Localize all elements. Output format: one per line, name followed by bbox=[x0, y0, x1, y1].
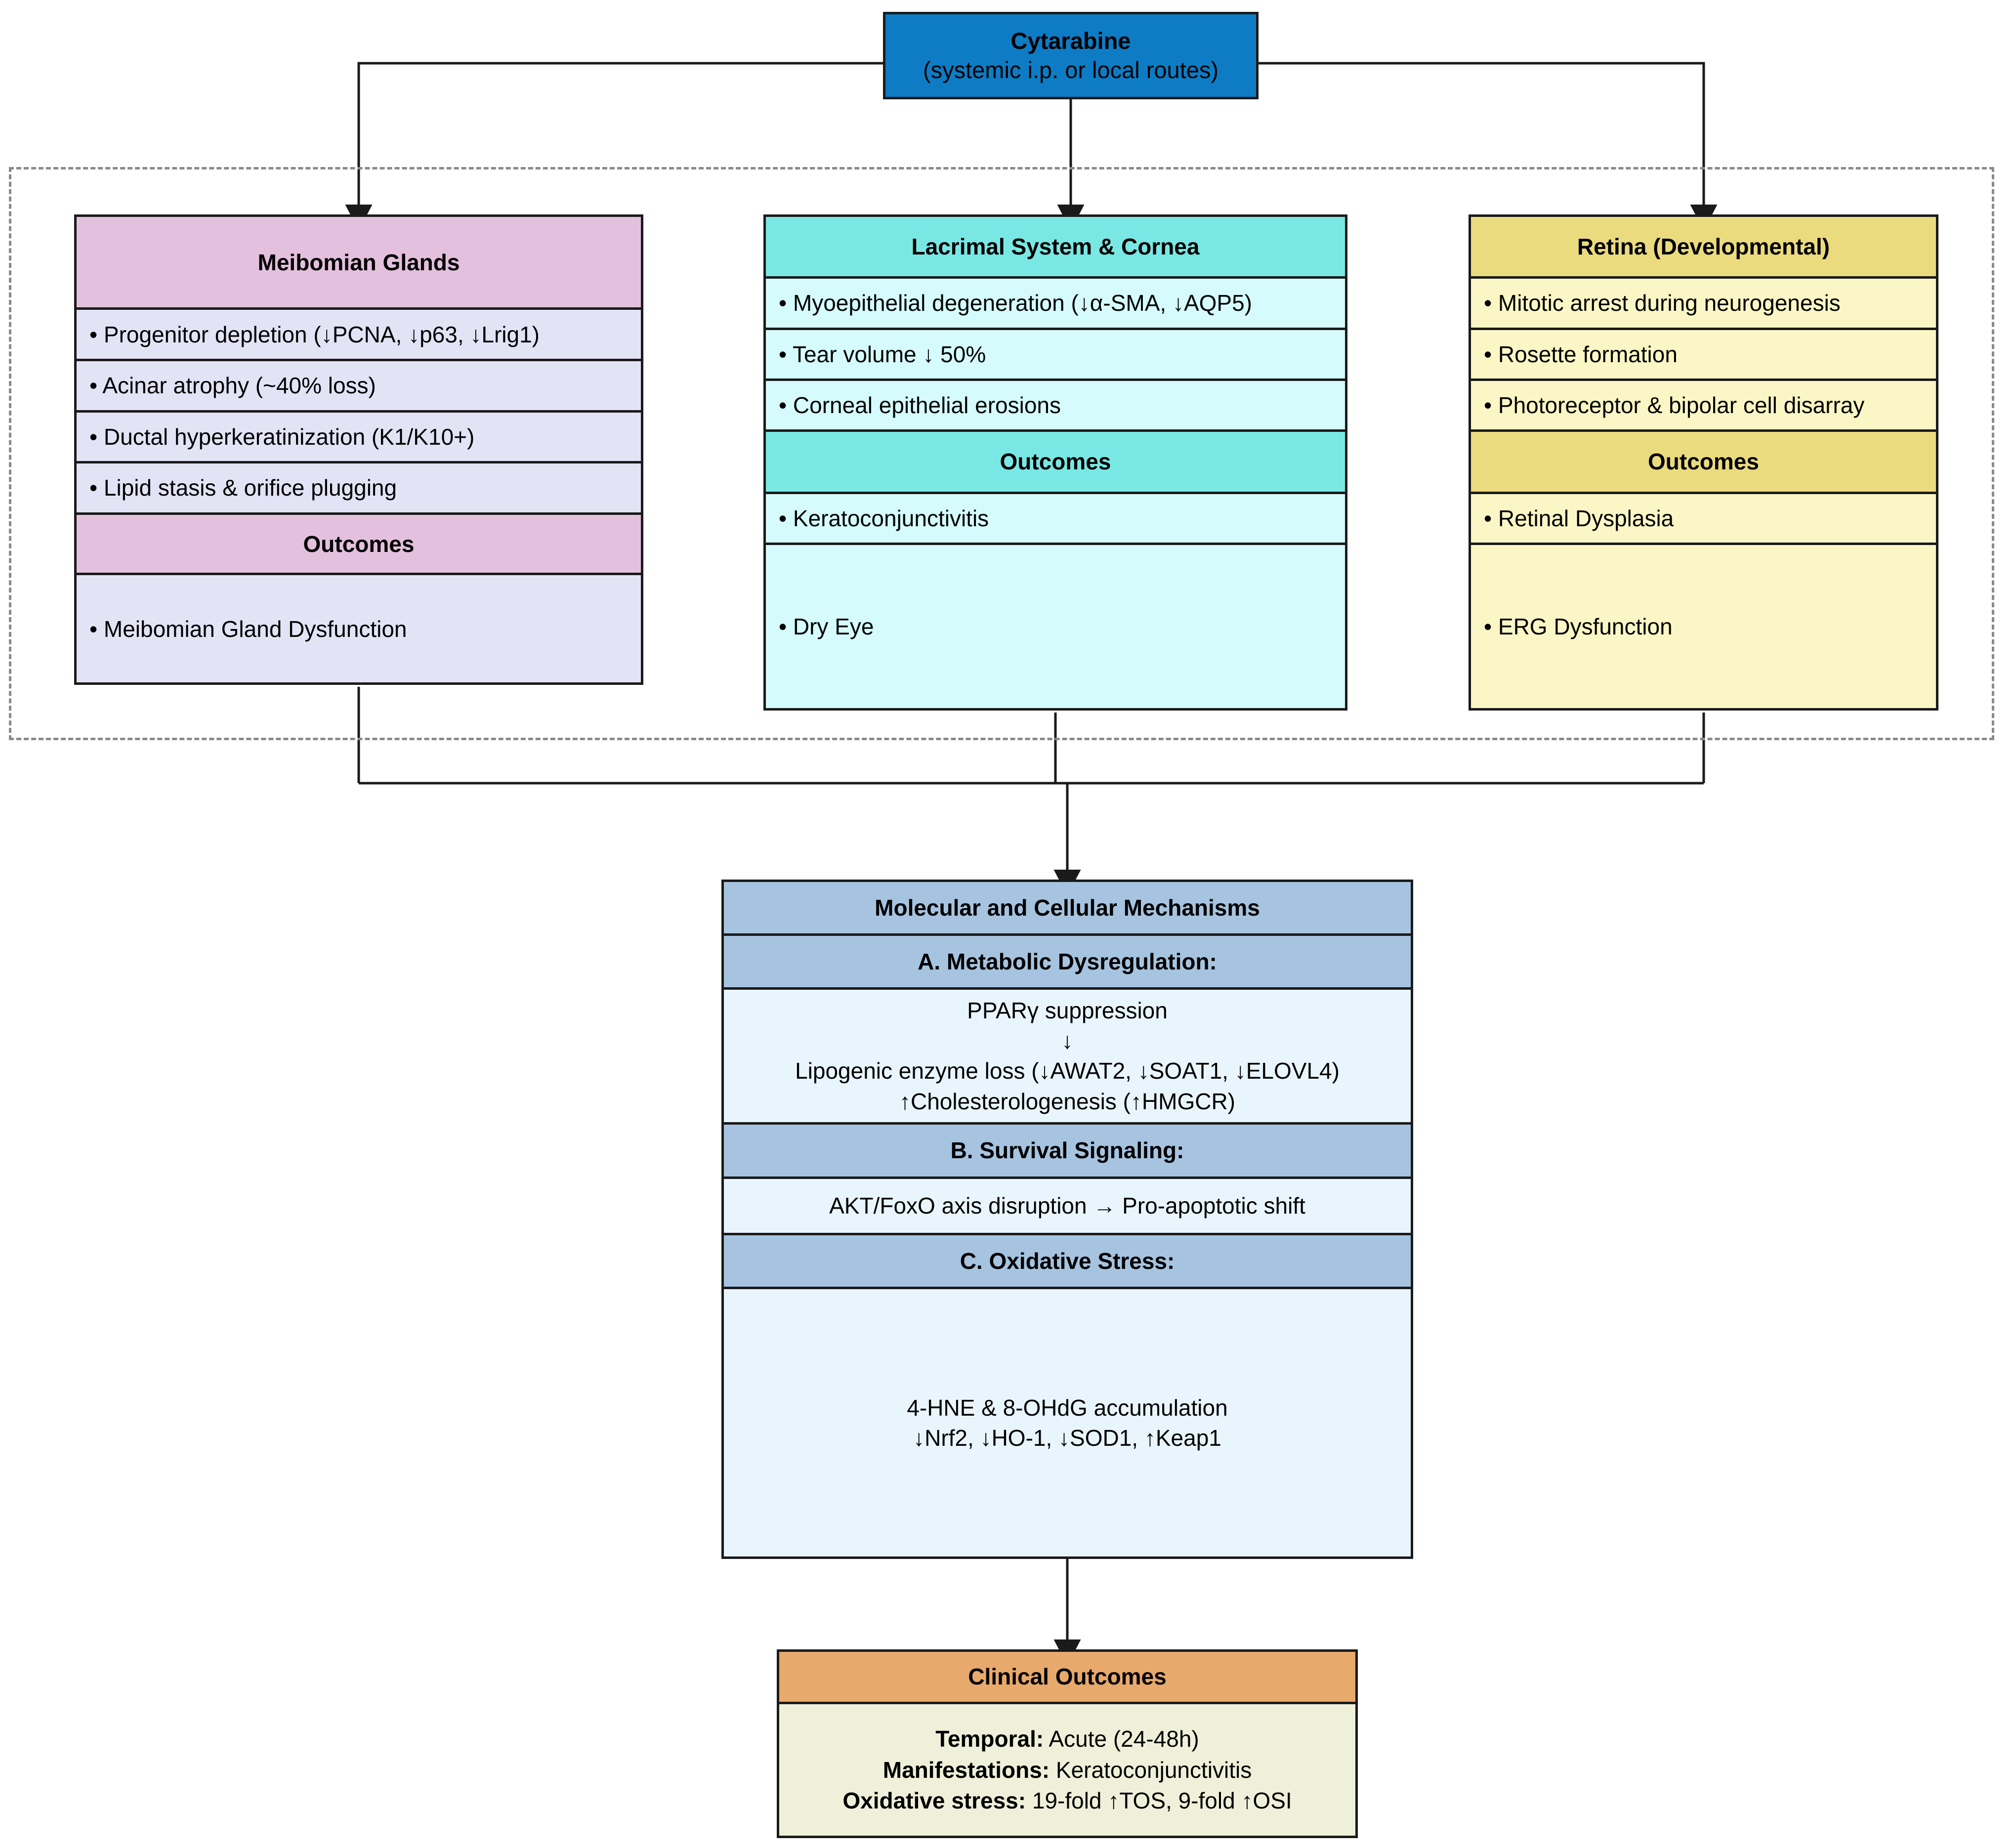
clinical-manifestations-label: Manifestations: bbox=[882, 1757, 1050, 1783]
clinical-temporal-value: Acute (24-48h) bbox=[1044, 1726, 1199, 1752]
clinical-temporal-label: Temporal: bbox=[935, 1726, 1044, 1752]
clinical-oxidative-label: Oxidative stress: bbox=[842, 1788, 1026, 1814]
cytarabine-name: Cytarabine bbox=[1010, 27, 1131, 54]
lacrimal-title: Lacrimal System & Cornea bbox=[766, 217, 1345, 279]
meibomian-finding-3: • Ductal hyperkeratinization (K1/K10+) bbox=[77, 412, 641, 464]
clinical-oxidative-value: 19-fold ↑TOS, 9-fold ↑OSI bbox=[1026, 1788, 1292, 1814]
mechanisms-section-c-content: 4-HNE & 8-OHdG accumulation ↓Nrf2, ↓HO-1… bbox=[724, 1289, 1411, 1556]
lacrimal-outcome-2: • Dry Eye bbox=[766, 545, 1345, 708]
mech-a-line-1: PPARγ suppression bbox=[967, 998, 1168, 1024]
mech-a-line-2: ↓ bbox=[1061, 1028, 1073, 1054]
retina-developmental-node[interactable]: Retina (Developmental) • Mitotic arrest … bbox=[1469, 214, 1938, 711]
mechanisms-section-a-content: PPARγ suppression ↓ Lipogenic enzyme los… bbox=[724, 990, 1411, 1125]
meibomian-outcomes-header: Outcomes bbox=[77, 514, 641, 576]
clinical-row-manifestations: Manifestations: Keratoconjunctivitis bbox=[883, 1755, 1252, 1786]
clinical-manifestations-value: Keratoconjunctivitis bbox=[1050, 1757, 1252, 1783]
lacrimal-finding-2: • Tear volume ↓ 50% bbox=[766, 330, 1345, 381]
lacrimal-finding-1: • Myoepithelial degeneration (↓α-SMA, ↓A… bbox=[766, 279, 1345, 330]
mech-a-line-4: ↑Cholesterologenesis (↑HMGCR) bbox=[899, 1088, 1235, 1114]
meibomian-glands-node[interactable]: Meibomian Glands • Progenitor depletion … bbox=[74, 214, 643, 685]
mechanisms-title: Molecular and Cellular Mechanisms bbox=[724, 882, 1411, 936]
retina-outcome-2: • ERG Dysfunction bbox=[1471, 545, 1936, 708]
mechanisms-section-b-content: AKT/FoxO axis disruption → Pro-apoptotic… bbox=[724, 1178, 1411, 1236]
mech-c-line-2: ↓Nrf2, ↓HO-1, ↓SOD1, ↑Keap1 bbox=[913, 1425, 1221, 1451]
mech-c-line-1: 4-HNE & 8-OHdG accumulation bbox=[907, 1394, 1228, 1421]
cytarabine-label: Cytarabine (systemic i.p. or local route… bbox=[923, 27, 1218, 85]
lacrimal-outcome-1: • Keratoconjunctivitis bbox=[766, 494, 1345, 545]
lacrimal-outcomes-header: Outcomes bbox=[766, 432, 1345, 494]
meibomian-glands-title: Meibomian Glands bbox=[77, 217, 641, 310]
clinical-row-temporal: Temporal: Acute (24-48h) bbox=[935, 1723, 1199, 1755]
mechanisms-section-c-label: C. Oxidative Stress: bbox=[724, 1235, 1411, 1290]
meibomian-finding-2: • Acinar atrophy (~40% loss) bbox=[77, 361, 641, 413]
meibomian-outcome-1: • Meibomian Gland Dysfunction bbox=[77, 575, 641, 682]
molecular-cellular-mechanisms-node[interactable]: Molecular and Cellular Mechanisms A. Met… bbox=[721, 880, 1413, 1559]
mech-a-line-3: Lipogenic enzyme loss (↓AWAT2, ↓SOAT1, ↓… bbox=[795, 1058, 1340, 1084]
mechanisms-section-a-label: A. Metabolic Dysregulation: bbox=[724, 936, 1411, 990]
cytarabine-route: (systemic i.p. or local routes) bbox=[923, 56, 1219, 83]
clinical-outcomes-content: Temporal: Acute (24-48h) Manifestations:… bbox=[779, 1704, 1355, 1836]
clinical-outcomes-node[interactable]: Clinical Outcomes Temporal: Acute (24-48… bbox=[777, 1649, 1358, 1838]
retina-title: Retina (Developmental) bbox=[1471, 217, 1936, 279]
retina-finding-3: • Photoreceptor & bipolar cell disarray bbox=[1471, 380, 1936, 432]
lacrimal-finding-3: • Corneal epithelial erosions bbox=[766, 380, 1345, 432]
lacrimal-system-cornea-node[interactable]: Lacrimal System & Cornea • Myoepithelial… bbox=[763, 214, 1347, 711]
retina-outcome-1: • Retinal Dysplasia bbox=[1471, 494, 1936, 545]
meibomian-finding-1: • Progenitor depletion (↓PCNA, ↓p63, ↓Lr… bbox=[77, 310, 641, 361]
retina-outcomes-header: Outcomes bbox=[1471, 432, 1936, 494]
cytarabine-node[interactable]: Cytarabine (systemic i.p. or local route… bbox=[883, 12, 1259, 99]
mechanisms-section-b-label: B. Survival Signaling: bbox=[724, 1125, 1411, 1179]
retina-finding-1: • Mitotic arrest during neurogenesis bbox=[1471, 279, 1936, 330]
clinical-row-oxidative-stress: Oxidative stress: 19-fold ↑TOS, 9-fold ↑… bbox=[842, 1785, 1292, 1816]
retina-finding-2: • Rosette formation bbox=[1471, 330, 1936, 381]
ocular-tissue-group-frame bbox=[9, 167, 1994, 740]
meibomian-finding-4: • Lipid stasis & orifice plugging bbox=[77, 463, 641, 515]
clinical-outcomes-title: Clinical Outcomes bbox=[779, 1652, 1355, 1705]
mech-b-line-1: AKT/FoxO axis disruption → Pro-apoptotic… bbox=[829, 1192, 1305, 1218]
